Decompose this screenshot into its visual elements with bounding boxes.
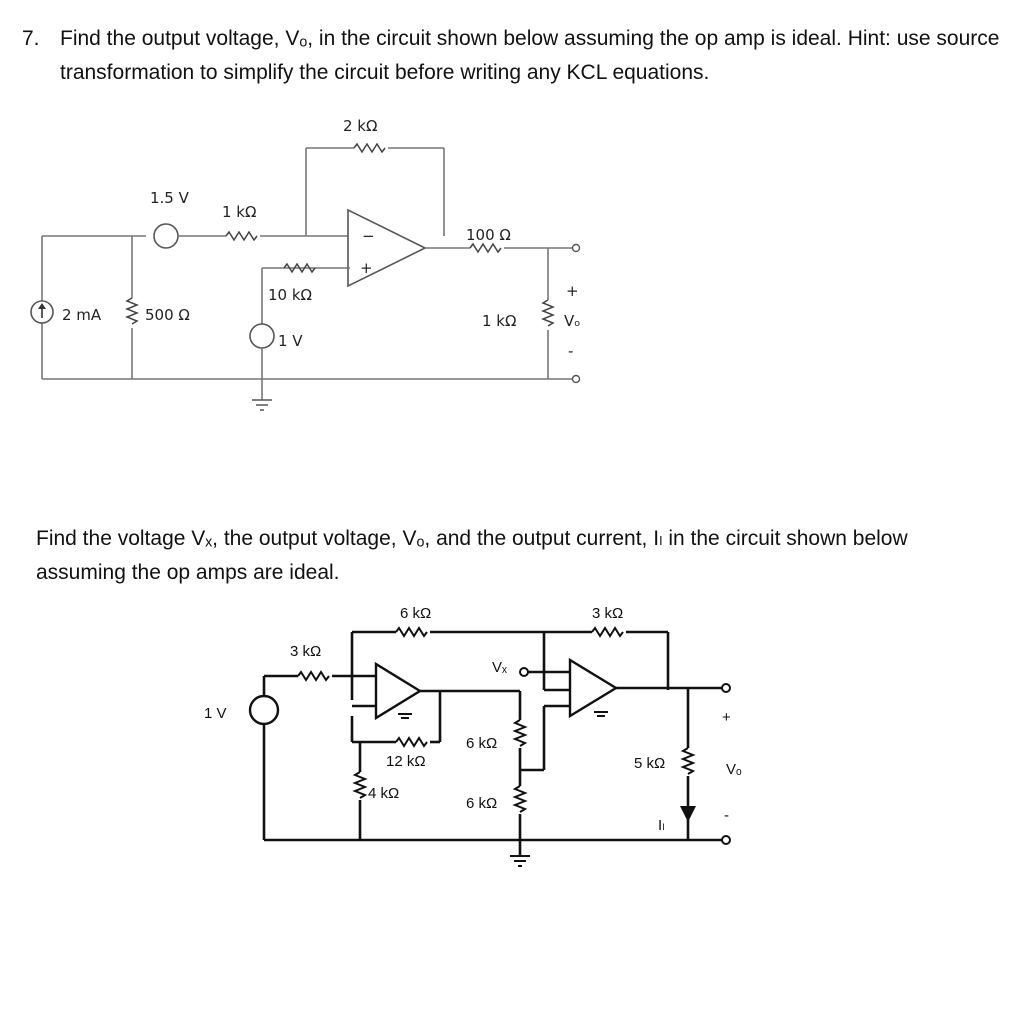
resistor-5k-icon (680, 747, 696, 775)
label-10k: 10 kΩ (268, 286, 312, 304)
label-minus: - (568, 342, 573, 360)
label-vo: Vₒ (564, 312, 580, 330)
current-arrow-icon (680, 806, 696, 822)
label-il: Iₗ (658, 817, 665, 834)
label-2ma: 2 mA (62, 306, 102, 324)
voltage-source-icon (153, 223, 179, 249)
ground-icon (398, 713, 412, 719)
ground-icon (594, 711, 608, 717)
problem-2-text: Find the voltage Vₓ, the output voltage,… (36, 527, 908, 584)
problem-1-text: Find the output voltage, Vₒ, in the circ… (60, 27, 1000, 84)
current-source-icon (30, 300, 54, 324)
label-2k: 2 kΩ (343, 117, 377, 135)
resistor-12k-icon (395, 736, 428, 748)
label-1v: 1 V (204, 705, 227, 722)
label-1-5v: 1.5 V (150, 189, 190, 207)
ground-icon (510, 855, 530, 867)
label-minus: - (724, 807, 729, 824)
circuit-2: 6 kΩ 3 kΩ 3 kΩ 1 V Vₓ 12 kΩ 4 kΩ 6 kΩ 6 … (204, 605, 742, 867)
label-vo: Vₒ (726, 761, 742, 778)
label-3k-top: 3 kΩ (592, 605, 623, 622)
resistor-6k-div-bottom-icon (512, 785, 528, 813)
resistor-3k-top-icon (591, 626, 624, 638)
label-6k-div-top: 6 kΩ (466, 735, 497, 752)
resistor-6k-div-top-icon (512, 719, 528, 747)
voltage-source-icon (248, 694, 280, 726)
circuit-1: 2 kΩ 1.5 V 1 kΩ 10 kΩ 1 V 2 mA 500 Ω 100… (30, 117, 581, 411)
voltage-source-icon (249, 323, 275, 349)
label-6k-top: 6 kΩ (400, 605, 431, 622)
resistor-10k-icon (283, 262, 316, 274)
opamp-plus: + (360, 259, 373, 277)
label-1k: 1 kΩ (222, 203, 256, 221)
terminal-icon (721, 835, 731, 845)
label-6k-div-bottom: 6 kΩ (466, 795, 497, 812)
resistor-3k-icon (297, 670, 330, 682)
label-vx: Vₓ (492, 659, 507, 676)
label-500: 500 Ω (145, 306, 190, 324)
resistor-4k-icon (352, 771, 368, 799)
resistor-2k-icon (353, 142, 386, 154)
resistor-500-icon (124, 297, 140, 325)
resistor-6k-top-icon (395, 626, 428, 638)
terminal-icon (519, 667, 529, 677)
terminal-icon (721, 683, 731, 693)
label-plus: + (722, 709, 731, 726)
ground-icon (252, 399, 272, 411)
opamp-minus: − (362, 227, 375, 245)
resistor-1k-icon (225, 230, 258, 242)
label-plus: + (566, 282, 579, 300)
opamp-icon (568, 657, 619, 719)
terminal-icon (571, 243, 581, 253)
label-12k: 12 kΩ (386, 753, 426, 770)
label-1k-load: 1 kΩ (482, 312, 516, 330)
opamp-icon (374, 661, 423, 721)
resistor-100-icon (469, 242, 502, 254)
opamp-icon (347, 208, 427, 288)
label-4k: 4 kΩ (368, 785, 399, 802)
problem-number: 7. (22, 27, 40, 50)
label-5k: 5 kΩ (634, 755, 665, 772)
resistor-load-icon (540, 299, 556, 327)
label-1v: 1 V (278, 332, 303, 350)
label-3k-input: 3 kΩ (290, 643, 321, 660)
label-100: 100 Ω (466, 226, 511, 244)
terminal-icon (571, 374, 581, 384)
